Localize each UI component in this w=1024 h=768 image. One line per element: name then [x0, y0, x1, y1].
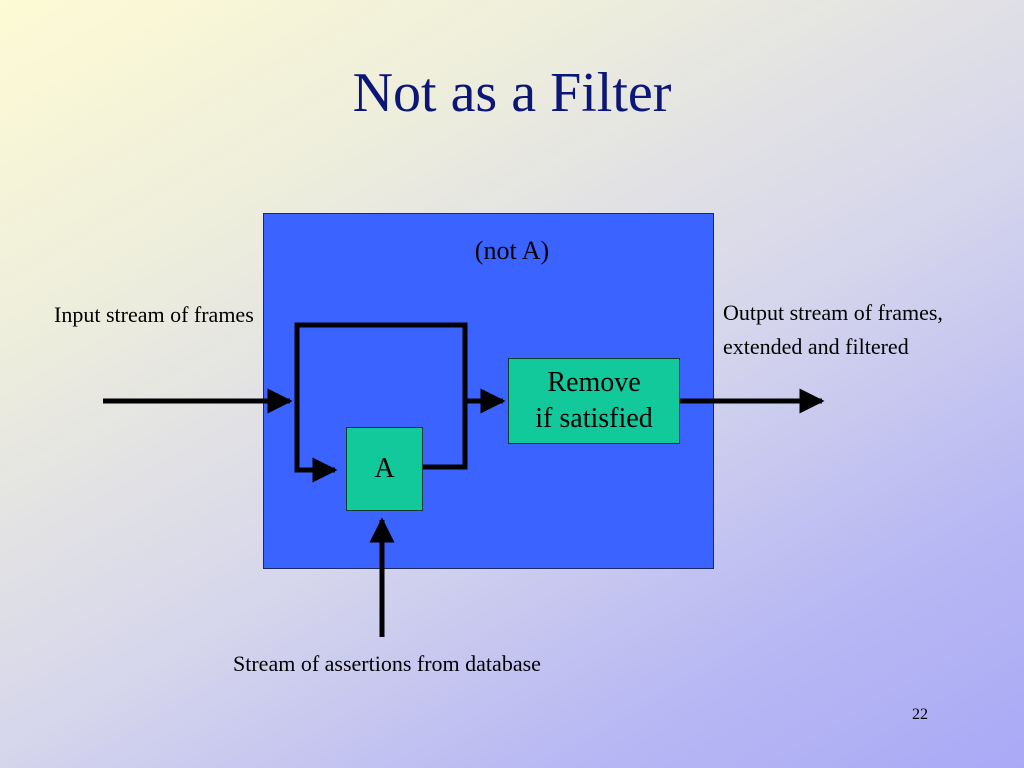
assertions-stream-label: Stream of assertions from database	[233, 651, 541, 676]
output-stream-label: Output stream of frames, extended and fi…	[723, 300, 943, 359]
page-number: 22	[912, 706, 928, 723]
a-output-wire	[423, 401, 468, 470]
input-stream-label: Input stream of frames	[54, 302, 254, 327]
not-a-label: (not A)	[474, 236, 550, 265]
remove-box-line2: if satisfied	[535, 403, 653, 434]
slide-title: Not as a Filter	[352, 62, 672, 124]
a-box: A	[346, 427, 423, 511]
a-input-wire	[294, 401, 338, 483]
a-box-label: A	[374, 453, 395, 484]
remove-box-line1: Remove	[547, 367, 641, 398]
remove-if-satisfied-box: Remove if satisfied	[508, 358, 680, 444]
bypass-wire	[294, 322, 468, 401]
